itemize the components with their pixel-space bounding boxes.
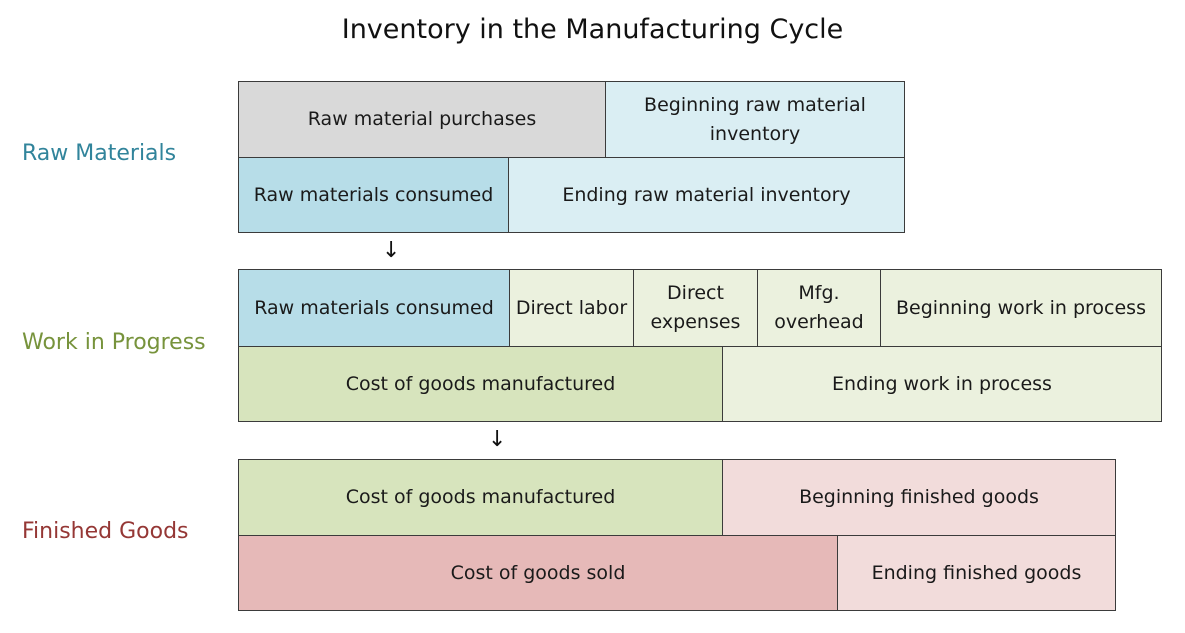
mfg-overhead-box: Mfg. overhead xyxy=(757,269,881,347)
beginning-work-in-process-box: Beginning work in process xyxy=(880,269,1162,347)
work-in-progress-label: Work in Progress xyxy=(22,330,206,355)
direct-labor-box: Direct labor xyxy=(509,269,634,347)
raw-materials-label: Raw Materials xyxy=(22,141,177,166)
down-arrow-icon: ↓ xyxy=(488,427,507,452)
finished-goods-label: Finished Goods xyxy=(22,519,189,544)
direct-expenses-box: Direct expenses xyxy=(633,269,758,347)
raw-material-purchases-box: Raw material purchases xyxy=(238,81,606,158)
ending-work-in-process-box: Ending work in process xyxy=(722,346,1162,422)
ending-finished-goods-box: Ending finished goods xyxy=(837,535,1116,611)
raw-materials-consumed-box: Raw materials consumed xyxy=(238,157,509,233)
cost-of-goods-sold-box: Cost of goods sold xyxy=(238,535,838,611)
wip-raw-materials-consumed-box: Raw materials consumed xyxy=(238,269,510,347)
diagram-title: Inventory in the Manufacturing Cycle xyxy=(341,14,844,45)
fg-cost-of-goods-manufactured-box: Cost of goods manufactured xyxy=(238,459,723,536)
down-arrow-icon: ↓ xyxy=(382,238,401,263)
wip-cost-of-goods-manufactured-box: Cost of goods manufactured xyxy=(238,346,723,422)
beginning-raw-material-inventory-box: Beginning raw material inventory xyxy=(605,81,905,158)
ending-raw-material-inventory-box: Ending raw material inventory xyxy=(508,157,905,233)
beginning-finished-goods-box: Beginning finished goods xyxy=(722,459,1116,536)
